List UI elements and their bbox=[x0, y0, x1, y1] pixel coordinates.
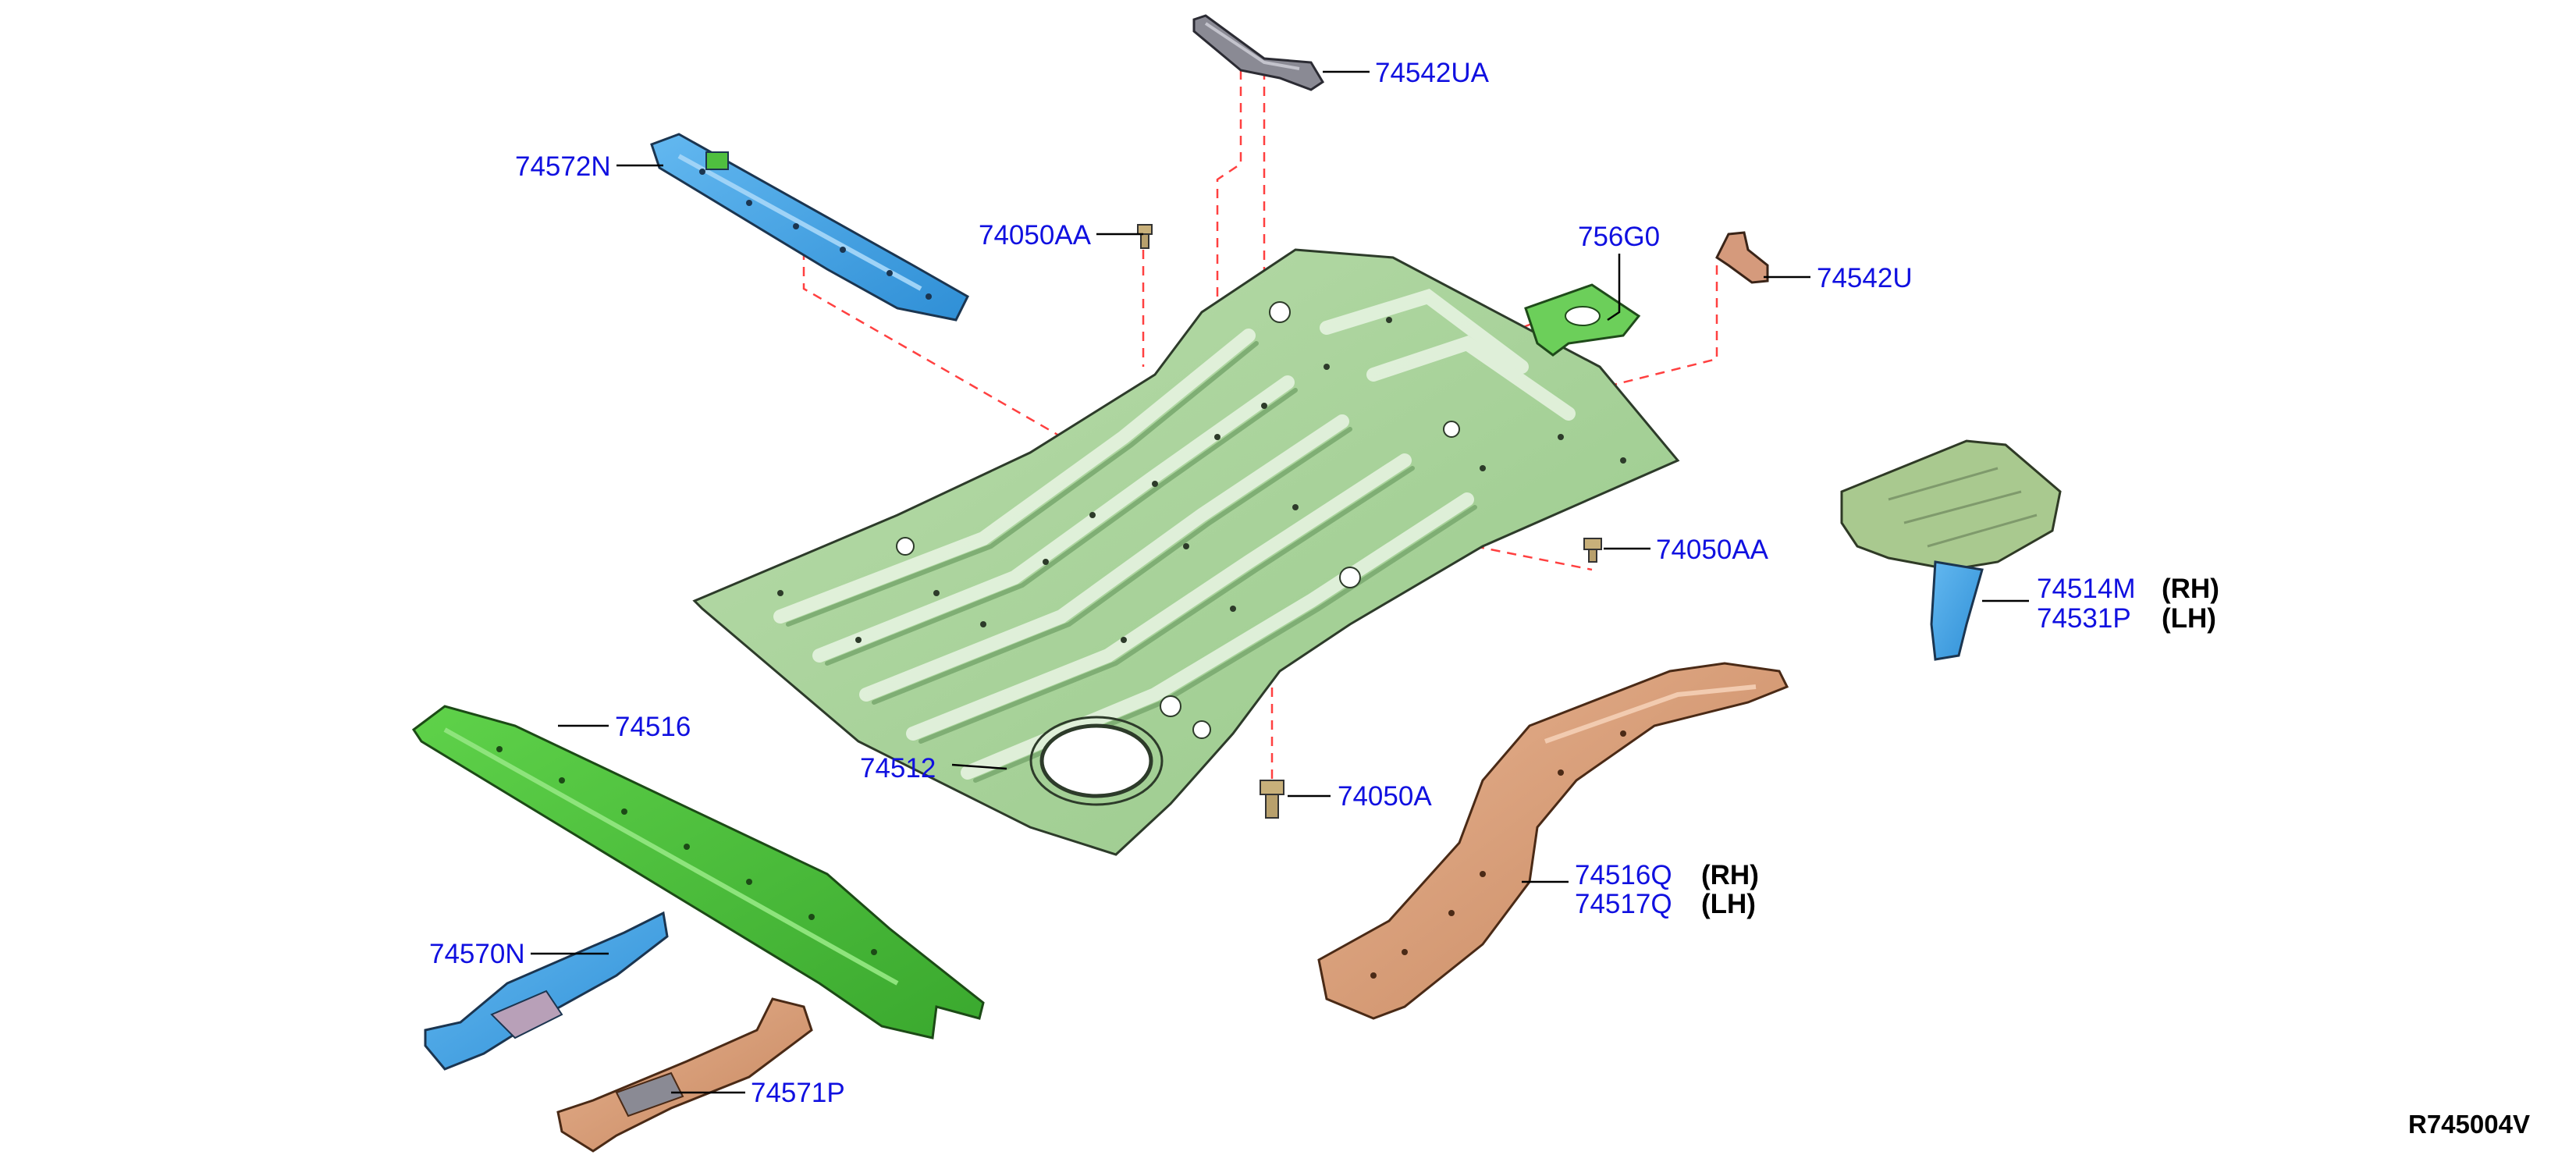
side-74516Q: (RH) bbox=[1701, 860, 1759, 890]
label-756G0[interactable]: 756G0 bbox=[1578, 222, 1661, 252]
diagram-reference-code: R745004V bbox=[2408, 1110, 2530, 1139]
member-74516Q-74517Q[interactable] bbox=[1317, 662, 1789, 1020]
plate-756G0[interactable] bbox=[1524, 283, 1641, 357]
leader-lines bbox=[531, 70, 2029, 1094]
label-74517Q[interactable]: 74517Q bbox=[1575, 889, 1672, 919]
label-74050AA-top[interactable]: 74050AA bbox=[979, 220, 1092, 251]
side-74531P: (LH) bbox=[2162, 603, 2216, 634]
label-74050A[interactable]: 74050A bbox=[1338, 781, 1432, 812]
bolt-74050AA-top[interactable] bbox=[1137, 224, 1153, 249]
label-74516[interactable]: 74516 bbox=[615, 712, 691, 742]
label-74571P[interactable]: 74571P bbox=[751, 1078, 845, 1108]
label-74050AA-right[interactable]: 74050AA bbox=[1656, 535, 1769, 565]
bolt-74050A[interactable] bbox=[1260, 780, 1284, 819]
bracket-74542UA[interactable] bbox=[1192, 14, 1325, 91]
label-74542UA[interactable]: 74542UA bbox=[1375, 58, 1489, 88]
bolt-74050AA-right[interactable] bbox=[1583, 538, 1602, 563]
label-74512[interactable]: 74512 bbox=[860, 753, 936, 784]
bracket-74542U[interactable] bbox=[1715, 231, 1769, 284]
rail-74516[interactable] bbox=[411, 705, 985, 1039]
label-74572N[interactable]: 74572N bbox=[515, 151, 611, 182]
floor-panel-74512[interactable] bbox=[692, 248, 1680, 856]
member-74514M-74531P[interactable] bbox=[1840, 439, 2062, 661]
side-74517Q: (LH) bbox=[1701, 889, 1756, 919]
label-74542U[interactable]: 74542U bbox=[1817, 263, 1913, 293]
member-74572N[interactable] bbox=[650, 133, 969, 322]
label-74531P[interactable]: 74531P bbox=[2037, 603, 2131, 634]
label-74516Q[interactable]: 74516Q bbox=[1575, 860, 1672, 890]
label-74570N[interactable]: 74570N bbox=[429, 939, 525, 969]
label-74514M[interactable]: 74514M bbox=[2037, 574, 2136, 604]
side-74514M: (RH) bbox=[2162, 574, 2219, 604]
member-74571P[interactable] bbox=[556, 997, 813, 1153]
member-74570N[interactable] bbox=[424, 911, 669, 1071]
